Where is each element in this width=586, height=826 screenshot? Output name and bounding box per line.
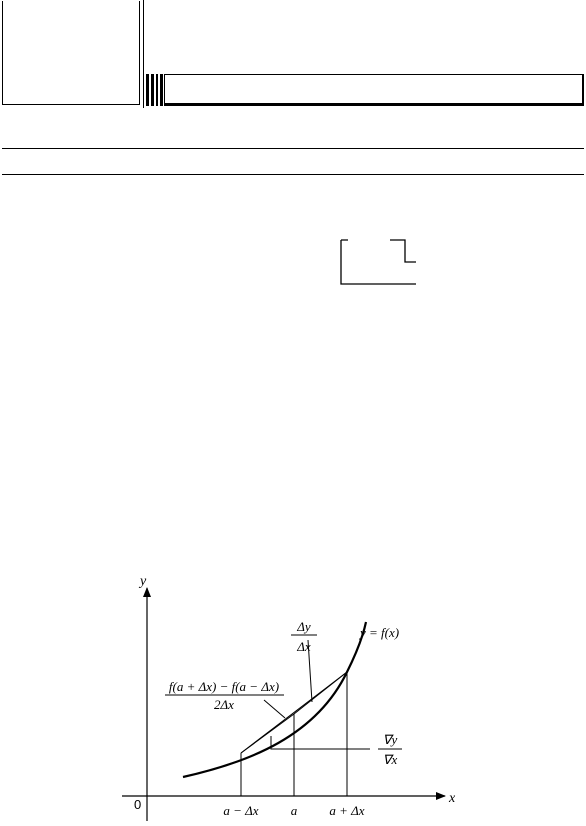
backward-secant: [240, 713, 295, 754]
bracket-connector: [340, 239, 416, 285]
tick-label-a-minus-dx: a − Δx: [223, 803, 258, 818]
backward-ratio-numerator: ∇y: [383, 732, 398, 747]
header-corner-box: [2, 1, 140, 105]
header-divider: [143, 0, 144, 108]
x-axis-label: x: [448, 791, 456, 806]
backward-ratio-leader: [270, 736, 370, 750]
function-curve: [182, 621, 368, 779]
tick-label-a: a: [291, 803, 298, 818]
forward-ratio-denominator: Δx: [296, 639, 311, 654]
curve-label: y = f(x): [358, 625, 399, 640]
central-ratio-leader: [263, 699, 286, 719]
chapter-title-box: [164, 74, 584, 106]
forward-ratio-numerator: Δy: [296, 619, 311, 634]
header-bar: [160, 74, 163, 106]
tick-label-a-plus-dx: a + Δx: [329, 803, 364, 818]
central-ratio-denominator: 2Δx: [214, 697, 234, 712]
origin-label: 0: [134, 797, 141, 812]
backward-ratio-denominator: ∇x: [383, 752, 398, 767]
y-axis-label: y: [138, 574, 147, 589]
header-bar-decoration: [146, 74, 163, 106]
header-bar: [151, 74, 154, 106]
section-rule-top: [2, 148, 584, 149]
derivative-figure: y x 0 Δy Δx y = f(x) f(a + Δx) − f(a − Δ…: [122, 574, 456, 821]
header-bar: [156, 74, 158, 106]
section-rule-bottom: [2, 174, 584, 175]
forward-ratio-leader: [307, 639, 313, 703]
header-bar: [146, 74, 149, 106]
forward-secant: [293, 671, 348, 715]
central-ratio-numerator: f(a + Δx) − f(a − Δx): [169, 679, 279, 694]
